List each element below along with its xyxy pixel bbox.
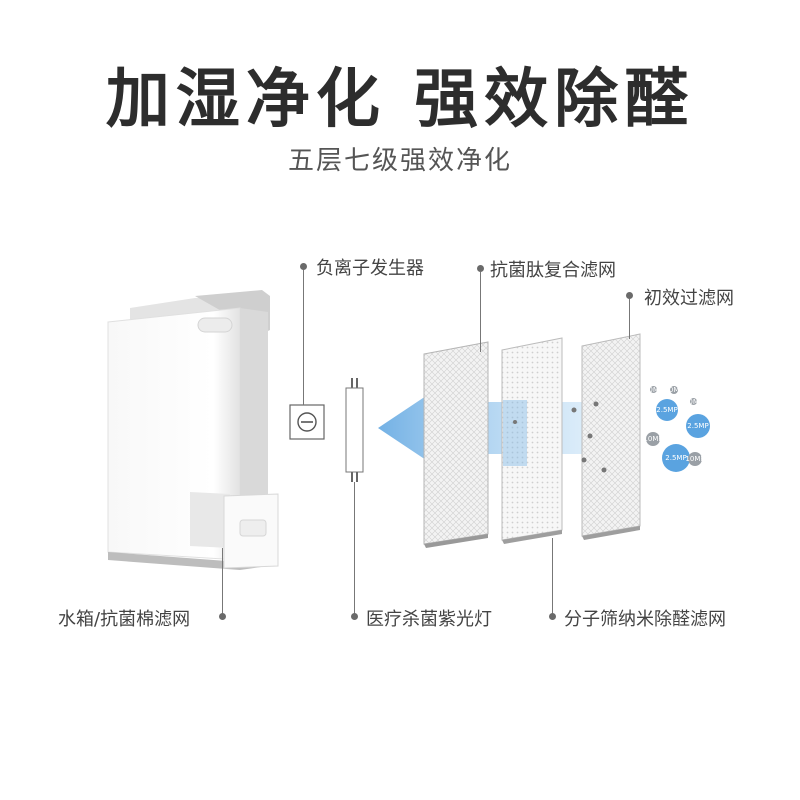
callout-dot — [300, 263, 307, 270]
particle-pm10: 10MP — [685, 452, 705, 466]
page-title: 加湿净化 强效除醛 — [105, 63, 695, 137]
particle-pm10: 10MP — [643, 432, 663, 446]
callout-dot — [477, 265, 484, 272]
particle-pm10: 10MP — [664, 386, 684, 394]
label-ion-generator: 负离子发生器 — [316, 258, 424, 279]
pre-filter-panel — [581, 333, 641, 540]
particle-pm25: 2.5MP — [686, 414, 710, 438]
airflow-arrow — [378, 380, 600, 476]
uv-lamp-graphic — [345, 378, 364, 482]
label-antibacterial-filter: 抗菌肽复合滤网 — [490, 260, 616, 281]
label-molecular-sieve-filter: 分子筛纳米除醛滤网 — [564, 609, 726, 630]
callout-leader-line — [222, 548, 223, 614]
purifier-device — [107, 290, 279, 570]
label-water-tank-filter: 水箱/抗菌棉滤网 — [58, 609, 191, 630]
ion-generator-graphic — [289, 404, 325, 440]
callout-leader-line — [629, 299, 630, 339]
label-pre-filter: 初效过滤网 — [644, 288, 734, 309]
molecular-sieve-filter-panel — [501, 337, 563, 544]
label-uv-lamp: 医疗杀菌紫光灯 — [366, 609, 492, 630]
antibacterial-filter-panel — [423, 341, 489, 548]
page-subtitle: 五层七级强效净化 — [287, 146, 512, 176]
particle-pm10: 10MP — [643, 385, 664, 394]
callout-dot — [219, 613, 226, 620]
callout-leader-line — [480, 272, 481, 352]
callout-leader-line — [354, 482, 355, 614]
callout-dot — [549, 613, 556, 620]
callout-dot — [351, 613, 358, 620]
particle-pm10: 10MP — [683, 397, 704, 406]
particle-pm25: 2.5MP — [656, 399, 678, 421]
callout-leader-line — [303, 270, 304, 405]
particle-pm25: 2.5MP — [662, 444, 690, 472]
trapped-particles — [513, 401, 607, 473]
callout-leader-line — [552, 538, 553, 614]
callout-dot — [626, 292, 633, 299]
